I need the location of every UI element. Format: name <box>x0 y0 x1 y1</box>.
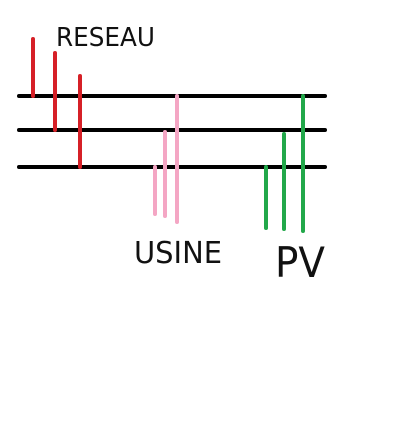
usine-group: USINE <box>134 94 222 271</box>
reseau-label: RESEAU <box>56 23 155 53</box>
busbars <box>17 94 327 169</box>
pv-label: PV <box>275 238 325 287</box>
usine-label: USINE <box>134 236 222 271</box>
reseau-group: RESEAU <box>31 23 155 169</box>
pv-group: PV <box>264 94 325 287</box>
